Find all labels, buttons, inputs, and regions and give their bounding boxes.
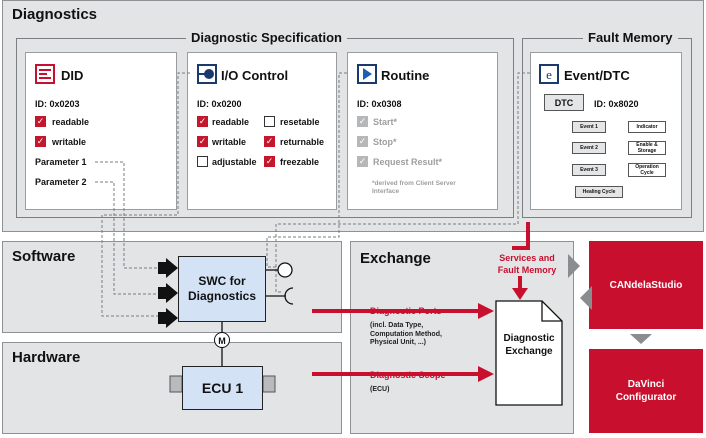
healing-cycle-box: Healing Cycle bbox=[575, 186, 623, 198]
routine-stop-checkbox[interactable]: ✓ bbox=[357, 136, 368, 147]
did-writable-checkbox[interactable]: ✓ bbox=[35, 136, 46, 147]
dtc-box: DTC bbox=[544, 94, 584, 111]
diagnostic-specification-label: Diagnostic Specification bbox=[186, 30, 347, 45]
io-returnable-checkbox[interactable]: ✓ bbox=[264, 136, 275, 147]
fault-memory-label: Fault Memory bbox=[583, 30, 678, 45]
io-writable-checkbox[interactable]: ✓ bbox=[197, 136, 208, 147]
io-returnable-label: returnable bbox=[280, 137, 325, 147]
services-fault-memory-label: Services and Fault Memory bbox=[497, 253, 557, 275]
routine-id: ID: 0x0308 bbox=[357, 99, 402, 109]
did-id: ID: 0x0203 bbox=[35, 99, 80, 109]
io-resetable-label: resetable bbox=[280, 117, 320, 127]
ecu-1-box[interactable]: ECU 1 bbox=[182, 366, 263, 410]
diagnostic-ports-note: (incl. Data Type, Computation Method, Ph… bbox=[370, 322, 442, 346]
m-connector-circle: M bbox=[214, 332, 230, 348]
event-2-box: Event 2 bbox=[572, 142, 606, 154]
diagnostics-title: Diagnostics bbox=[12, 6, 98, 23]
diagnostic-ports-label: Diagnostic Ports bbox=[370, 306, 442, 316]
exchange-title: Exchange bbox=[360, 250, 431, 267]
did-parameter-1: Parameter 1 bbox=[35, 157, 87, 167]
routine-icon bbox=[357, 64, 377, 84]
io-control-title: I/O Control bbox=[221, 68, 289, 83]
did-title: DID bbox=[61, 68, 84, 83]
routine-title: Routine bbox=[381, 68, 430, 83]
dtc-id: ID: 0x8020 bbox=[594, 99, 639, 109]
svg-text:e: e bbox=[546, 67, 552, 82]
io-freezable-checkbox[interactable]: ✓ bbox=[264, 156, 275, 167]
davinci-configurator-box[interactable]: DaVinci Configurator bbox=[589, 349, 703, 433]
event-dtc-icon: e bbox=[539, 64, 559, 84]
routine-start-label: Start* bbox=[373, 117, 398, 127]
swc-for-diagnostics-box[interactable]: SWC for Diagnostics bbox=[178, 256, 266, 322]
io-resetable-checkbox[interactable] bbox=[264, 116, 275, 127]
diagnostic-scope-label: Diagnostic Scope bbox=[370, 370, 446, 380]
did-readable-label: readable bbox=[52, 117, 90, 127]
io-writable-label: writable bbox=[212, 137, 247, 147]
io-readable-label: readable bbox=[212, 117, 250, 127]
indicator-box: Indicator bbox=[628, 121, 666, 133]
event-3-box: Event 3 bbox=[572, 164, 606, 176]
io-control-id: ID: 0x0200 bbox=[197, 99, 242, 109]
event-1-box: Event 1 bbox=[572, 121, 606, 133]
hardware-title: Hardware bbox=[12, 349, 81, 366]
operation-cycle-box: Operation Cycle bbox=[628, 163, 666, 177]
routine-request-label: Request Result* bbox=[373, 157, 443, 167]
swc-for-diagnostics-label: SWC for Diagnostics bbox=[187, 274, 256, 303]
io-adjustable-checkbox[interactable] bbox=[197, 156, 208, 167]
routine-stop-label: Stop* bbox=[373, 137, 397, 147]
io-adjustable-label: adjustable bbox=[212, 157, 257, 167]
routine-start-checkbox[interactable]: ✓ bbox=[357, 116, 368, 127]
routine-note: *derived from Client Server Interface bbox=[372, 180, 456, 195]
davinci-configurator-label: DaVinci Configurator bbox=[615, 379, 677, 403]
diagnostic-exchange-document-icon bbox=[495, 300, 563, 406]
io-control-icon bbox=[197, 64, 217, 84]
did-parameter-2: Parameter 2 bbox=[35, 177, 87, 187]
io-readable-checkbox[interactable]: ✓ bbox=[197, 116, 208, 127]
candelastudio-box[interactable]: CANdelaStudio bbox=[589, 241, 703, 329]
software-title: Software bbox=[12, 248, 76, 265]
io-freezable-label: freezable bbox=[280, 157, 320, 167]
enable-storage-box: Enable & Storage bbox=[628, 141, 666, 155]
did-icon bbox=[35, 64, 55, 84]
diagnostic-exchange-label: Diagnostic Exchange bbox=[503, 333, 555, 357]
did-writable-label: writable bbox=[52, 137, 87, 147]
event-dtc-title: Event/DTC bbox=[564, 68, 630, 83]
routine-request-checkbox[interactable]: ✓ bbox=[357, 156, 368, 167]
diagnostic-scope-note: (ECU) bbox=[370, 386, 390, 393]
did-readable-checkbox[interactable]: ✓ bbox=[35, 116, 46, 127]
